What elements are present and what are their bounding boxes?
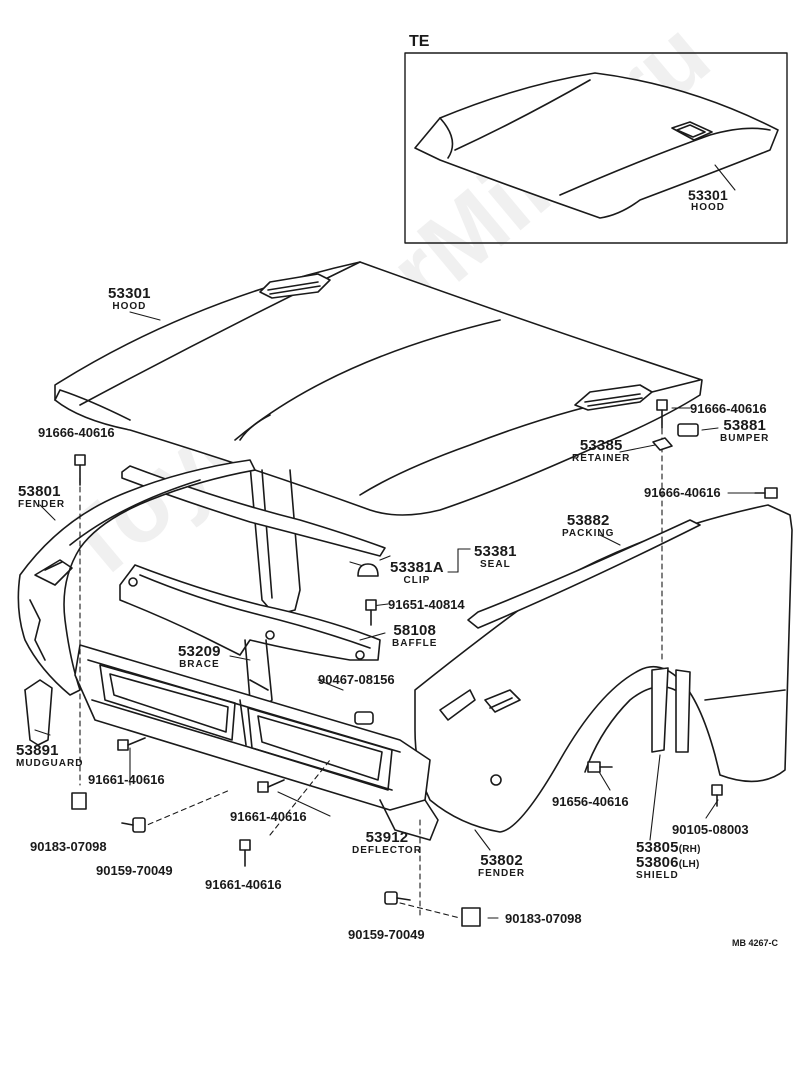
shield-label: 53805(RH) 53806(LH) SHIELD: [636, 840, 701, 881]
part-number: 53802: [480, 852, 523, 869]
bolt-deflector-mid-label: 91661-40616: [230, 809, 307, 824]
part-number: 53301: [108, 285, 151, 302]
packing-label: 53882 PACKING: [562, 513, 614, 539]
screw-icon: [711, 784, 723, 807]
shield-number-lh: 53806: [636, 854, 679, 871]
nut-icon: [461, 907, 481, 927]
right-fender-label: 53802 FENDER: [478, 853, 525, 879]
part-number: 53891: [16, 742, 59, 759]
deflector-drawing: [74, 644, 439, 841]
hood-label: 53301 HOOD: [108, 286, 151, 312]
bolt-icon: [587, 761, 613, 773]
inset-hood-drawing: [414, 72, 779, 219]
leader-lines: [34, 164, 756, 919]
alignment-lines: [79, 419, 663, 919]
bolt-icon: [74, 454, 86, 486]
nut-icon: [71, 792, 87, 810]
part-name: CLIP: [403, 575, 431, 586]
bolt-left-fender-label: 91666-40616: [38, 425, 115, 440]
grommet-label: 90467-08156: [318, 672, 395, 687]
hood-drawing: [54, 261, 703, 516]
shield-side-rh: (RH): [678, 844, 701, 855]
mudguard-drawing: [24, 679, 53, 746]
inset-frame: [404, 52, 788, 244]
left-fender-drawing: [17, 459, 256, 706]
part-number: 53912: [365, 829, 409, 846]
bolt-icon: [656, 399, 668, 429]
shield-side-lh: (LH): [678, 859, 700, 870]
inset-hood-label: 53301 HOOD: [688, 188, 728, 213]
clip-icon: [357, 563, 379, 577]
screw-icon: [384, 891, 411, 905]
part-name: BUMPER: [720, 433, 770, 444]
mudguard-label: 53891 MUDGUARD: [16, 743, 83, 769]
clip-label: 53381A CLIP: [390, 560, 444, 586]
deflector-label: 53912 DEFLECTOR: [352, 830, 422, 856]
bolt-baffle-label: 91651-40814: [388, 597, 465, 612]
part-name: HOOD: [690, 202, 725, 213]
retainer-icon: [652, 437, 673, 451]
part-name: FENDER: [478, 868, 526, 879]
bolt-shield-label: 91656-40616: [552, 794, 629, 809]
seal-strip: [121, 465, 386, 557]
part-number: 53381A: [390, 559, 444, 576]
screw-shield-label: 90105-08003: [672, 822, 749, 837]
shield-number-rh: 53805: [636, 839, 679, 856]
part-number: 53882: [566, 512, 610, 529]
bolt-deflector-low-label: 91661-40616: [205, 877, 282, 892]
screw-bottom-label: 90159-70049: [348, 927, 425, 942]
inset-title: TE: [409, 33, 430, 50]
part-number: 53209: [178, 643, 221, 660]
seal-label: 53381 SEAL: [474, 544, 517, 570]
nut-bottom-label: 90183-07098: [505, 911, 582, 926]
part-number-rh: 53805(RH): [636, 840, 701, 855]
bumper-label: 53881 BUMPER: [720, 418, 769, 444]
grommet-icon: [354, 711, 374, 725]
brace-label: 53209 BRACE: [178, 644, 221, 670]
bolt-icon: [117, 737, 146, 751]
bumper-icon: [677, 423, 699, 437]
part-number-lh: 53806(LH): [636, 855, 701, 870]
part-number: 53385: [579, 437, 623, 454]
part-name: PACKING: [562, 528, 615, 539]
shield-drawing: [651, 667, 691, 753]
bolt-icon: [754, 487, 778, 499]
part-number: 53301: [688, 187, 728, 203]
part-name: FENDER: [18, 499, 66, 510]
part-name: SHIELD: [636, 870, 679, 881]
bolt-icon: [365, 599, 377, 626]
part-name: BRACE: [179, 659, 220, 670]
baffle-label: 58108 BAFFLE: [392, 623, 437, 649]
nut-left-label: 90183-07098: [30, 839, 107, 854]
bolt-right-fender-label: 91666-40616: [644, 485, 721, 500]
part-name: MUDGUARD: [16, 758, 84, 769]
part-name: DEFLECTOR: [352, 845, 422, 856]
part-number: 53381: [474, 543, 517, 560]
part-number: 53881: [723, 417, 767, 434]
bolt-icon: [239, 839, 251, 867]
right-fender-drawing: [414, 504, 793, 833]
document-code: MB 4267-C: [732, 938, 779, 948]
left-fender-label: 53801 FENDER: [18, 484, 65, 510]
part-name: SEAL: [480, 559, 511, 570]
retainer-label: 53385 RETAINER: [572, 438, 630, 464]
part-number: 58108: [393, 622, 437, 639]
part-name: HOOD: [112, 301, 147, 312]
part-number: 53801: [18, 483, 61, 500]
bolt-hood-right-label: 91666-40616: [690, 401, 767, 416]
packing-strip: [467, 519, 701, 629]
screw-left-label: 90159-70049: [96, 863, 173, 878]
part-name: BAFFLE: [392, 638, 438, 649]
fastener-drawings: [71, 399, 778, 927]
bolt-deflector-left-label: 91661-40616: [88, 772, 165, 787]
part-name: RETAINER: [572, 453, 631, 464]
hood-support-strut: [249, 464, 301, 616]
screw-icon: [121, 817, 146, 833]
bolt-icon: [257, 779, 285, 793]
baffle-brace-drawing: [119, 564, 381, 711]
